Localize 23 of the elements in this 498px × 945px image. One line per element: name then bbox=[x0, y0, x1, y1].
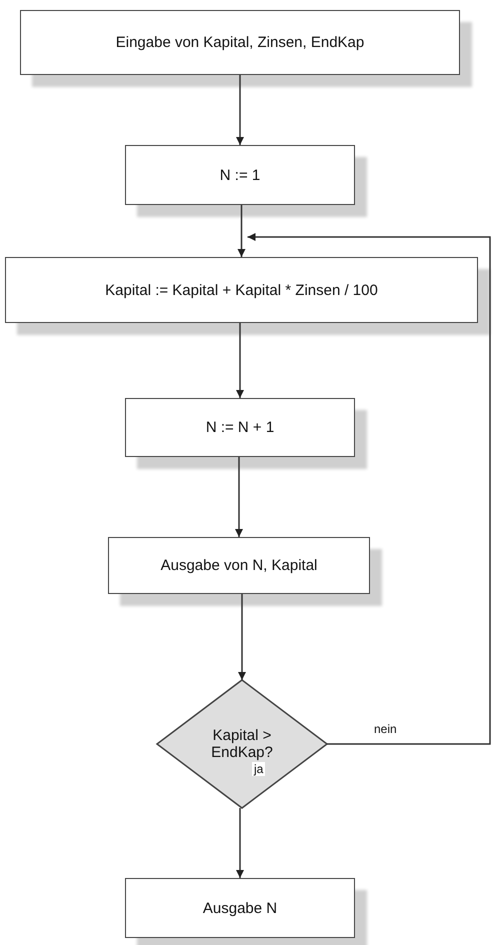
edge-label: ja bbox=[252, 762, 266, 776]
arrow bbox=[236, 75, 244, 145]
node-text: Kapital := Kapital + Kapital * Zinsen / 100 bbox=[105, 282, 378, 298]
process-box bbox=[125, 145, 355, 205]
input-box bbox=[20, 10, 460, 75]
edge-label: nein bbox=[372, 722, 399, 736]
node-text: Ausgabe N bbox=[202, 900, 278, 916]
arrow bbox=[235, 457, 243, 537]
process-box bbox=[125, 398, 355, 457]
node-text: N := N + 1 bbox=[206, 419, 274, 436]
output-box bbox=[125, 878, 355, 938]
process-box bbox=[5, 257, 478, 323]
node-text: Kapital > EndKap? bbox=[210, 727, 274, 761]
node-text: N := 1 bbox=[220, 166, 260, 184]
arrow bbox=[236, 808, 244, 878]
arrow bbox=[236, 323, 244, 398]
arrow bbox=[248, 233, 491, 745]
node-text: Ausgabe von N, Kapital bbox=[160, 557, 318, 574]
arrow bbox=[238, 205, 246, 257]
node-text: Eingabe von Kapital, Zinsen, EndKap bbox=[116, 34, 364, 51]
arrow bbox=[238, 594, 246, 680]
output-box bbox=[108, 537, 370, 594]
decision-diamond bbox=[157, 680, 327, 808]
